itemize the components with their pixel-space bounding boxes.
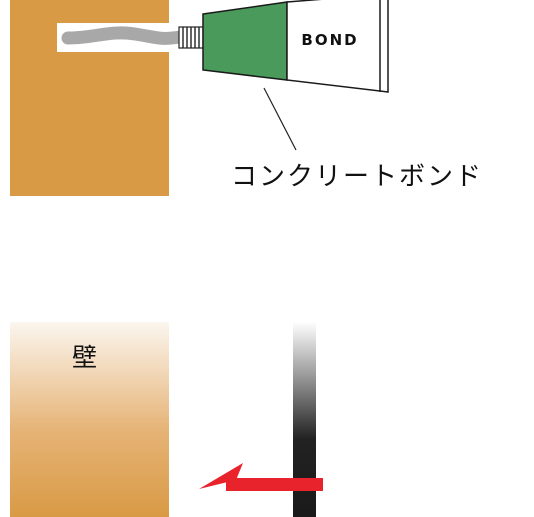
wall-label: 壁 bbox=[72, 343, 98, 372]
tube-label: BOND bbox=[301, 31, 358, 49]
threaded-nozzle-icon bbox=[178, 26, 204, 49]
anchor-cable bbox=[61, 26, 187, 45]
bond-tube bbox=[202, 0, 389, 93]
left-arrow-icon bbox=[199, 463, 323, 491]
callout-leader-line bbox=[263, 87, 297, 151]
vertical-rod bbox=[293, 322, 316, 517]
callout-label: コンクリートボンド bbox=[231, 162, 484, 192]
lower-wall bbox=[10, 322, 169, 517]
